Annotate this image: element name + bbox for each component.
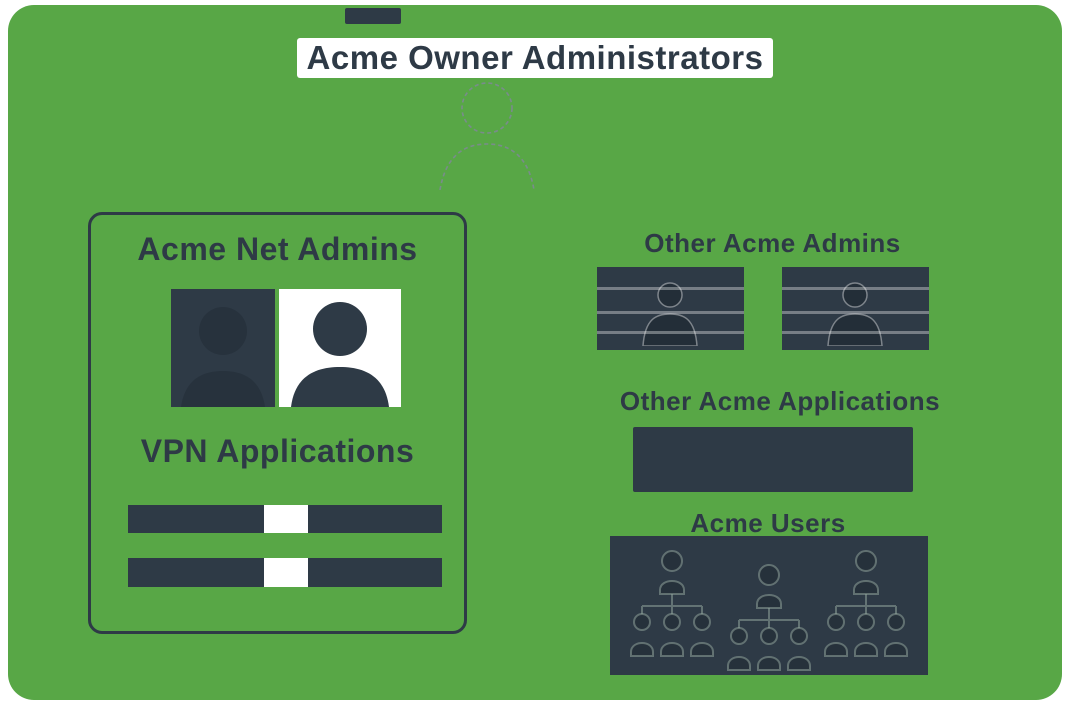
scan-line bbox=[597, 331, 744, 334]
person-outline-icon bbox=[439, 82, 535, 190]
scan-line bbox=[597, 287, 744, 290]
redacted-text-segment bbox=[128, 558, 264, 587]
admin-avatar-tile bbox=[597, 267, 744, 350]
person-silhouette-icon bbox=[827, 282, 883, 346]
net-admins-group-box: Acme Net Admins bbox=[88, 212, 467, 634]
scan-line bbox=[597, 311, 744, 314]
avatar-tile-light bbox=[279, 289, 401, 407]
diagram-title-text: Acme Owner Administrators bbox=[296, 38, 774, 78]
redacted-text-segment bbox=[308, 558, 442, 587]
admin-avatar-tile bbox=[782, 267, 929, 350]
acme-users-block bbox=[610, 536, 928, 675]
acme-users-heading: Acme Users bbox=[690, 508, 846, 538]
redacted-label-bar bbox=[345, 8, 401, 24]
redacted-text-segment bbox=[308, 505, 442, 533]
app-icon-placeholder bbox=[264, 505, 308, 533]
vpn-application-bar bbox=[128, 558, 442, 587]
other-applications-heading: Other Acme Applications bbox=[619, 386, 941, 416]
net-admins-heading: Acme Net Admins bbox=[137, 231, 418, 267]
net-admins-avatars bbox=[171, 289, 401, 407]
scan-line bbox=[782, 331, 929, 334]
user-network-icon bbox=[630, 550, 714, 657]
vpn-application-bar bbox=[128, 505, 442, 533]
avatar-tile-dark bbox=[171, 289, 275, 407]
scan-line bbox=[782, 287, 929, 290]
app-icon-placeholder bbox=[264, 558, 308, 587]
person-silhouette-icon bbox=[181, 307, 265, 407]
person-silhouette-icon bbox=[291, 302, 389, 407]
other-admins-heading: Other Acme Admins bbox=[644, 228, 901, 258]
diagram-title: Acme Owner Administrators bbox=[0, 38, 1070, 78]
user-network-icon bbox=[727, 564, 811, 671]
user-network-icon bbox=[824, 550, 908, 657]
other-applications-block bbox=[633, 427, 913, 492]
scan-line bbox=[782, 311, 929, 314]
person-silhouette-icon bbox=[642, 282, 698, 346]
vpn-applications-heading: VPN Applications bbox=[140, 433, 415, 469]
redacted-text-segment bbox=[128, 505, 264, 533]
